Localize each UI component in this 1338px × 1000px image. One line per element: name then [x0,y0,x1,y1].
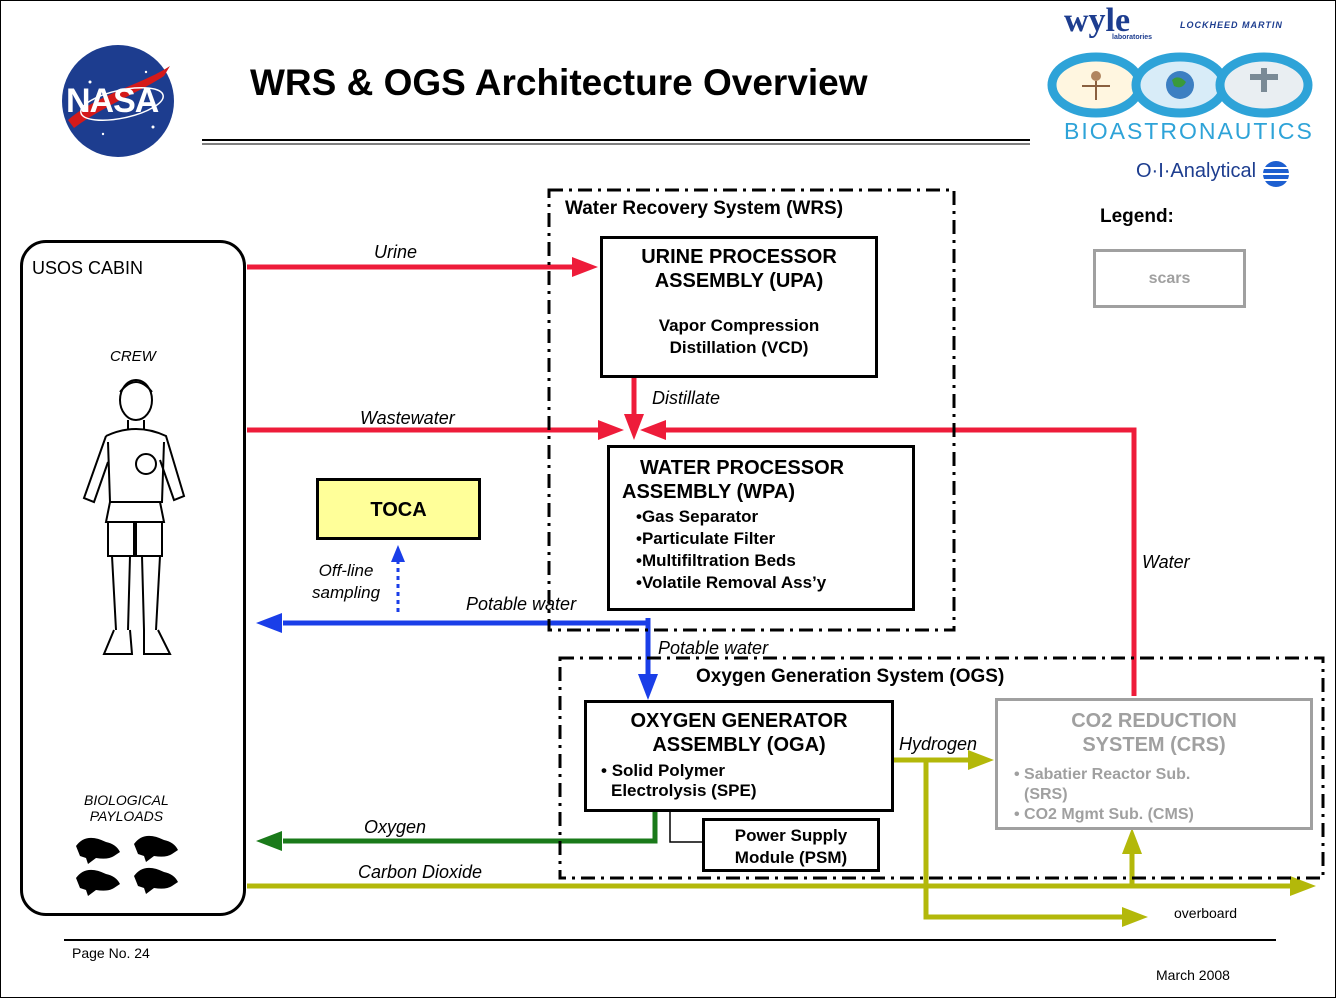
oga-title-line1: OXYGEN GENERATOR [630,710,848,732]
upa-box: URINE PROCESSOR ASSEMBLY (UPA) Vapor Com… [600,236,878,378]
cabin-title: USOS CABIN [32,258,144,278]
wyle-sub-text: laboratories [1112,34,1153,41]
offline-sampling-label: Off-line sampling [312,560,380,604]
nasa-logo: NASA [58,42,178,160]
oga-item-line2: Electrolysis (SPE) [611,781,757,800]
bio-label-line1: BIOLOGICAL [84,792,169,808]
page-number: Page No. 24 [72,945,150,961]
wpa-item: Multifiltration Beds [636,550,826,572]
overboard-flow-arrow [923,760,1148,927]
crs-box: CO2 REDUCTION SYSTEM (CRS) • Sabatier Re… [995,698,1313,830]
page-title: WRS & OGS Architecture Overview [250,62,868,103]
crs-title-line1: CO2 REDUCTION [1071,710,1237,732]
distillate-flow-arrow [624,378,644,440]
wyle-logo: wyle [1064,2,1131,39]
ogs-label: Oxygen Generation System (OGS) [696,666,1005,688]
hydrogen-label: Hydrogen [899,734,978,754]
wpa-items-list: Gas Separator Particulate Filter Multifi… [636,506,826,594]
nasa-logo-text: NASA [66,82,159,120]
bio-label-line2: PAYLOADS [89,808,164,824]
potable-water-label-1: Potable water [466,594,577,614]
wastewater-flow-arrow [247,420,624,440]
psm-box: Power Supply Module (PSM) [702,818,880,872]
toca-box: TOCA [316,478,481,540]
overboard-label: overboard [1174,905,1238,921]
water-label: Water [1142,552,1190,572]
legend-scars-label: scars [1148,270,1191,287]
urine-label: Urine [374,242,418,262]
crs-item1-line2: (SRS) [1024,786,1068,803]
footer-date: March 2008 [1156,967,1230,983]
potable-water-label-2: Potable water [658,638,769,658]
offline-label-line1: Off-line [318,561,374,580]
carbon-dioxide-flow-arrow [247,876,1316,896]
oga-item-line1: • Solid Polymer [601,761,726,780]
wpa-item: Volatile Removal Ass’y [636,572,826,594]
wpa-item: Particulate Filter [636,528,826,550]
lockheed-logo: LOCKHEED MARTIN [1180,20,1283,30]
psm-line1: Power Supply [734,826,848,845]
legend-scars-box: scars [1093,249,1246,308]
ogs-boundary [558,656,1325,880]
oxygen-label: Oxygen [364,817,427,837]
upa-sub-line1: Vapor Compression [658,316,820,335]
legend-heading: Legend: [1100,206,1174,227]
crs-item2: • CO2 Mgmt Sub. (CMS) [1014,806,1194,823]
wastewater-label: Wastewater [360,408,455,428]
oi-analytical-logo: O·I·Analytical [1136,160,1257,182]
bioastronautics-logo: BIOASTRONAUTICS [1064,118,1314,144]
wrs-label: Water Recovery System (WRS) [565,198,844,220]
bioastronautics-rings-logo [1047,52,1313,118]
co2-to-crs-arrow [1122,828,1142,886]
upa-sub-line2: Distillation (VCD) [669,338,809,357]
psm-connector [669,812,702,843]
wrs-boundary [547,188,956,632]
offline-sampling-arrow [391,545,405,612]
oi-analytical-globe-icon [1262,161,1290,187]
crs-title-line2: SYSTEM (CRS) [1082,734,1226,756]
offline-label-line2: sampling [312,583,381,602]
crew-label: CREW [110,348,156,365]
carbon-dioxide-label: Carbon Dioxide [358,862,483,882]
biological-payloads-label: BIOLOGICAL PAYLOADS [84,792,169,824]
water-return-flow-arrow [640,420,1137,696]
rodents-icon [76,835,178,896]
crs-item1-line1: • Sabatier Reactor Sub. [1014,766,1191,783]
toca-label: TOCA [370,499,427,521]
psm-line2: Module (PSM) [734,848,848,867]
potable-water-to-oga-arrow [638,618,658,700]
usos-cabin-box [20,240,246,916]
oxygen-flow-arrow [256,812,658,851]
oga-title-line2: ASSEMBLY (OGA) [652,734,826,756]
crew-member-icon [82,379,186,655]
upa-title-line2: ASSEMBLY (UPA) [654,270,824,292]
oga-box: OXYGEN GENERATOR ASSEMBLY (OGA) • Solid … [584,700,894,812]
distillate-label: Distillate [652,388,721,408]
wpa-box: WATER PROCESSOR ASSEMBLY (WPA) Gas Separ… [607,445,915,611]
wpa-title-line2: ASSEMBLY (WPA) [622,481,795,503]
wpa-item: Gas Separator [636,506,826,528]
hydrogen-flow-arrow [894,750,994,770]
upa-title-line1: URINE PROCESSOR [641,246,837,268]
urine-flow-arrow [247,257,598,277]
wpa-title-line1: WATER PROCESSOR [640,457,845,479]
